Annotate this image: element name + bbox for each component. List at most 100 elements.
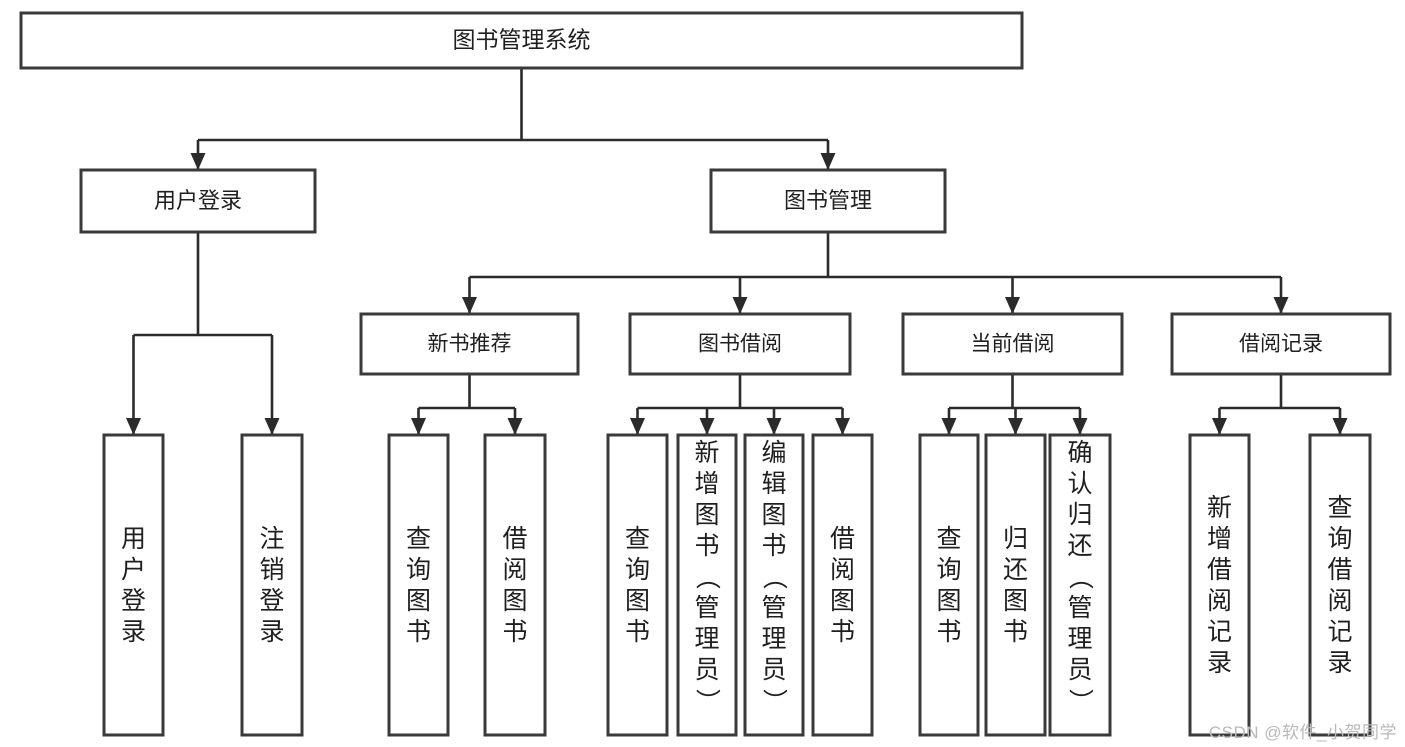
svg-text:图: 图 [1003,587,1028,615]
svg-text:书: 书 [936,618,961,646]
leaf-box-leaf-user-login[interactable] [102,433,165,737]
svg-text:借: 借 [502,525,527,553]
node-label-user-login: 用户登录 [154,188,242,213]
svg-text:理: 理 [694,625,719,653]
svg-text:增: 增 [694,470,719,498]
svg-text:录: 录 [1207,649,1232,677]
svg-text:阅: 阅 [1207,587,1232,615]
svg-text:书: 书 [830,618,855,646]
csdn-watermark: CSDN @软件_小贺同学 [1208,723,1397,742]
svg-text:理: 理 [1067,625,1092,653]
svg-text:销: 销 [259,556,284,584]
arrow-head-icon [732,297,748,314]
svg-text:管: 管 [1067,594,1092,622]
svg-text:还: 还 [1067,532,1092,560]
svg-text:借: 借 [1207,556,1232,584]
svg-text:查: 查 [406,525,431,553]
svg-text:登: 登 [259,587,284,615]
svg-text:员: 员 [761,656,786,684]
svg-text:确: 确 [1067,439,1092,467]
node-box-borrow-record[interactable] [1170,312,1392,376]
svg-text:增: 增 [1207,525,1232,553]
arrow-head-icon [1273,297,1289,314]
svg-text:归: 归 [1003,525,1028,553]
leaf-box-leaf-return-book[interactable] [984,433,1047,737]
arrow-head-icon [835,418,850,435]
svg-text:管: 管 [694,594,719,622]
leaf-box-leaf-query-book-2[interactable] [606,433,669,737]
node-label-new-book-recommend: 新书推荐 [428,333,512,356]
connector-layer [126,68,1348,435]
svg-text:阅: 阅 [1327,587,1352,615]
svg-text:员: 员 [1067,656,1092,684]
arrow-head-icon [820,153,836,170]
leaf-label-leaf-user-login: 用户登录 [121,525,146,646]
svg-text:认: 认 [1067,470,1092,498]
svg-text:图: 图 [502,587,527,615]
leaf-box-leaf-confirm-return-admin[interactable] [1048,433,1112,737]
node-box-book-manage[interactable] [709,168,947,234]
svg-text:）: ） [760,688,788,713]
leaf-box-leaf-add-borrow-record[interactable] [1188,433,1251,737]
svg-text:注: 注 [259,525,284,553]
node-label-root: 图书管理系统 [453,27,591,53]
svg-text:查: 查 [625,525,650,553]
arrow-head-icon [941,418,957,435]
svg-text:查: 查 [1327,494,1352,522]
node-label-book-borrow: 图书借阅 [698,333,782,356]
svg-text:图: 图 [761,501,786,529]
leaf-box-leaf-borrow-book-2[interactable] [811,433,874,737]
svg-text:录: 录 [121,618,146,646]
node-box-book-borrow[interactable] [628,312,852,376]
leaf-box-leaf-borrow-book-1[interactable] [483,433,547,737]
svg-text:书: 书 [625,618,650,646]
svg-text:书: 书 [761,532,786,560]
arrow-head-icon [1072,418,1088,435]
arrow-head-icon [1008,418,1023,435]
svg-text:记: 记 [1207,618,1232,646]
svg-text:阅: 阅 [502,556,527,584]
svg-text:询: 询 [625,556,650,584]
arrow-head-icon [462,297,477,314]
svg-text:图: 图 [406,587,431,615]
svg-text:（: （ [693,564,721,589]
arrow-head-icon [699,418,715,435]
svg-text:借: 借 [1327,556,1352,584]
node-box-current-borrow[interactable] [901,312,1124,376]
node-label-book-manage: 图书管理 [784,188,872,213]
arrow-head-icon [190,153,206,170]
svg-text:员: 员 [694,656,719,684]
svg-text:询: 询 [406,556,431,584]
arrow-head-icon [766,418,782,435]
arrow-head-icon [1212,418,1227,435]
svg-text:归: 归 [1067,501,1092,529]
leaf-box-leaf-query-borrow-record[interactable] [1308,433,1372,737]
leaf-box-leaf-add-book-admin[interactable] [676,433,738,737]
svg-text:借: 借 [830,525,855,553]
leaf-box-leaf-edit-book-admin[interactable] [743,433,805,737]
svg-text:询: 询 [1327,525,1352,553]
node-box-new-book-recommend[interactable] [359,312,580,376]
leaf-box-leaf-logout[interactable] [240,433,304,737]
svg-text:书: 书 [502,618,527,646]
leaf-box-leaf-query-book-3[interactable] [918,433,980,737]
svg-text:查: 查 [936,525,961,553]
svg-text:理: 理 [761,625,786,653]
node-box-user-login[interactable] [79,168,317,234]
svg-text:辑: 辑 [761,470,786,498]
svg-text:录: 录 [259,618,284,646]
svg-text:（: （ [760,564,788,589]
svg-text:录: 录 [1327,649,1352,677]
svg-text:登: 登 [121,587,146,615]
svg-text:书: 书 [1003,618,1028,646]
leaf-box-leaf-query-book-1[interactable] [387,433,450,737]
node-box-root[interactable] [19,11,1024,70]
